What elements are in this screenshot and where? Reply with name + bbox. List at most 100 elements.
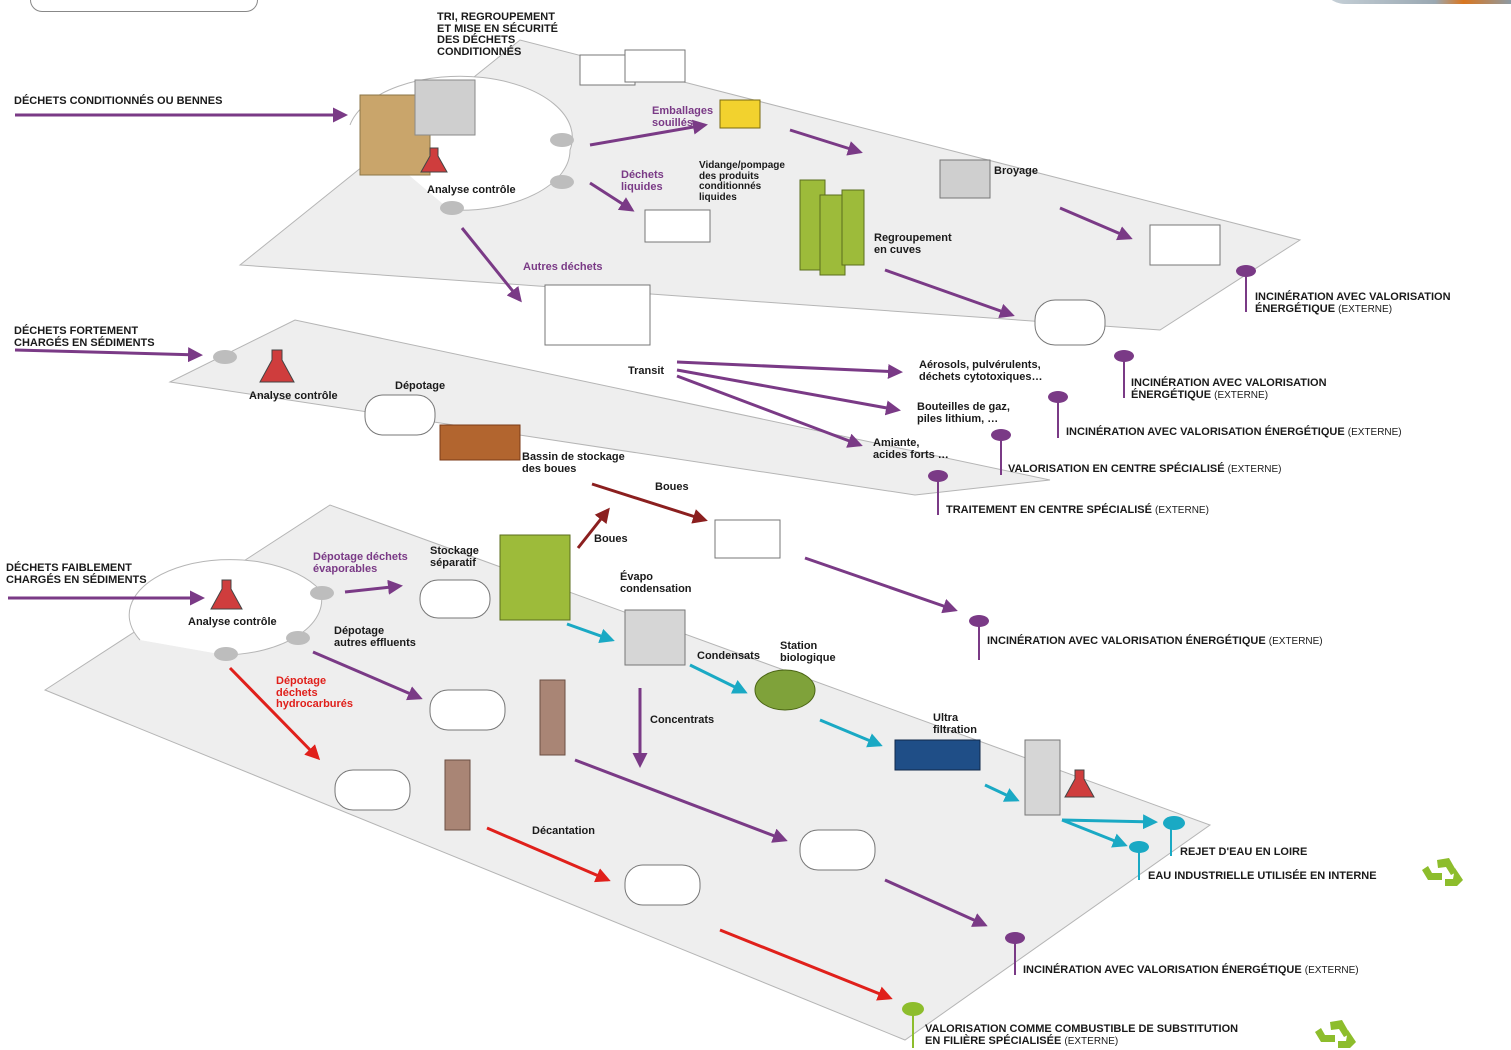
label-boues-1: Boues [655,481,689,493]
output-incineration-4: INCINÉRATION AVEC VALORISATION ÉNERGÉTIQ… [987,635,1323,647]
container-truck [544,284,651,346]
output-pin [902,1002,924,1016]
junction-dot [550,175,574,189]
middle-analyse: Analyse contrôle [249,390,338,402]
junction-dots [213,133,574,661]
ultra-filter [894,739,981,771]
output-incineration-2: INCINÉRATION AVEC VALORISATION ÉNERGÉTIQ… [1131,377,1327,401]
sludge-basin [439,424,521,461]
flow-arrow [719,928,893,1001]
junction-dot [310,586,334,600]
flow-arrow [344,579,403,595]
recycle-icon [1422,858,1463,886]
evaporator [624,609,686,666]
lab-icon [210,147,1095,798]
label-bassin: Bassin de stockage des boues [522,451,625,475]
warehouse-roof [414,79,476,136]
junction-dot [213,350,237,364]
label-condensats: Condensats [697,650,760,662]
label-transit: Transit [628,365,665,377]
flow-arrow [1059,206,1133,241]
flow-arrow [460,227,522,303]
brown-arrows [576,482,708,549]
flow-arrow [884,268,1015,319]
input-faiblement: DÉCHETS FAIBLEMENT CHARGÉS EN SÉDIMENTS [6,562,147,586]
output-pins [902,265,1256,1048]
flow-arrow [984,783,1020,802]
junction-dot [440,201,464,215]
flow-arrow [819,718,883,748]
output-pin [928,470,948,482]
silo [539,679,566,756]
output-pin [1005,932,1025,944]
output-pin [1114,350,1134,362]
label-concentrats: Concentrats [650,714,715,726]
label-boues-2: Boues [594,533,628,545]
flow-arrow [1061,818,1128,848]
truck [644,209,711,243]
bio-station [754,669,816,711]
output-incineration-1: INCINÉRATION AVEC VALORISATION ÉNERGÉTIQ… [1255,291,1451,315]
label-stockage: Stockage séparatif [430,545,479,569]
truck [1149,224,1221,266]
flow-arrow [576,507,610,549]
flow-arrow [676,360,903,379]
junction-dot [550,133,574,147]
recycle-icon [1315,1020,1356,1048]
output-pin [991,429,1011,441]
flow-arrow [789,128,863,156]
output-pin [1129,841,1149,853]
flow-arrow [689,663,748,694]
flow-arrow [228,666,321,761]
label-depotage: Dépotage [395,380,446,392]
label-vidange: Vidange/pompage des produits conditionné… [699,160,785,203]
red-arrows [228,666,893,1001]
output-combustible: VALORISATION COMME COMBUSTIBLE DE SUBSTI… [925,1023,1239,1047]
label-depotage-hydro: Dépotage déchets hydrocarburés [276,675,354,711]
label-depotage-autres: Dépotage autres effluents [334,625,416,649]
tanker [364,394,436,436]
flow-arrow [589,181,635,212]
input-fortement: DÉCHETS FORTEMENT CHARGÉS EN SÉDIMENTS [14,325,155,349]
tanker [624,864,701,906]
tanker [429,689,506,731]
flow-arrow [884,878,988,927]
flow-arrow [589,119,708,147]
tanker [1034,299,1106,346]
tanker [334,769,411,811]
flow-arrow [312,650,423,701]
platform-middle [168,319,1051,496]
flow-arrow [804,556,958,614]
flow-arrow [14,347,203,363]
silo [819,194,846,276]
label-regroupement: Regroupement en cuves [874,232,952,256]
label-station: Station biologique [780,640,836,664]
tank [1024,739,1061,816]
label-dechets-liquides: Déchets liquides [621,169,664,193]
label-emballages: Emballages souillés [652,105,714,129]
label-ultra: Ultra filtration [933,712,977,736]
output-pin [1163,816,1185,830]
top-analyse: Analyse contrôle [427,184,516,196]
bottom-analyse: Analyse contrôle [188,616,277,628]
label-decantation: Décantation [532,825,595,837]
label-aerosols: Aérosols, pulvérulents, déchets cytotoxi… [919,359,1043,383]
output-traitement-centre: TRAITEMENT EN CENTRE SPÉCIALISÉ (EXTERNE… [946,504,1209,516]
label-autres: Autres déchets [523,261,603,273]
label-bouteilles: Bouteilles de gaz, piles lithium, … [917,401,1010,425]
purple-arrows [8,107,1133,927]
silo [499,534,571,621]
flow-arrow [1061,814,1158,830]
label-amiante: Amiante, acides forts … [873,437,949,461]
output-incineration-5: INCINÉRATION AVEC VALORISATION ÉNERGÉTIQ… [1023,964,1359,976]
output-pin [1236,265,1256,277]
crusher [939,159,991,199]
tanker [419,579,491,619]
flow-arrow [676,368,901,416]
output-rejet: REJET D'EAU EN LOIRE [1180,846,1308,858]
flow-arrow [486,826,611,883]
dump-truck [714,519,781,559]
junction-dot [286,631,310,645]
junction-dot [214,647,238,661]
cyan-arrows [566,622,1158,848]
